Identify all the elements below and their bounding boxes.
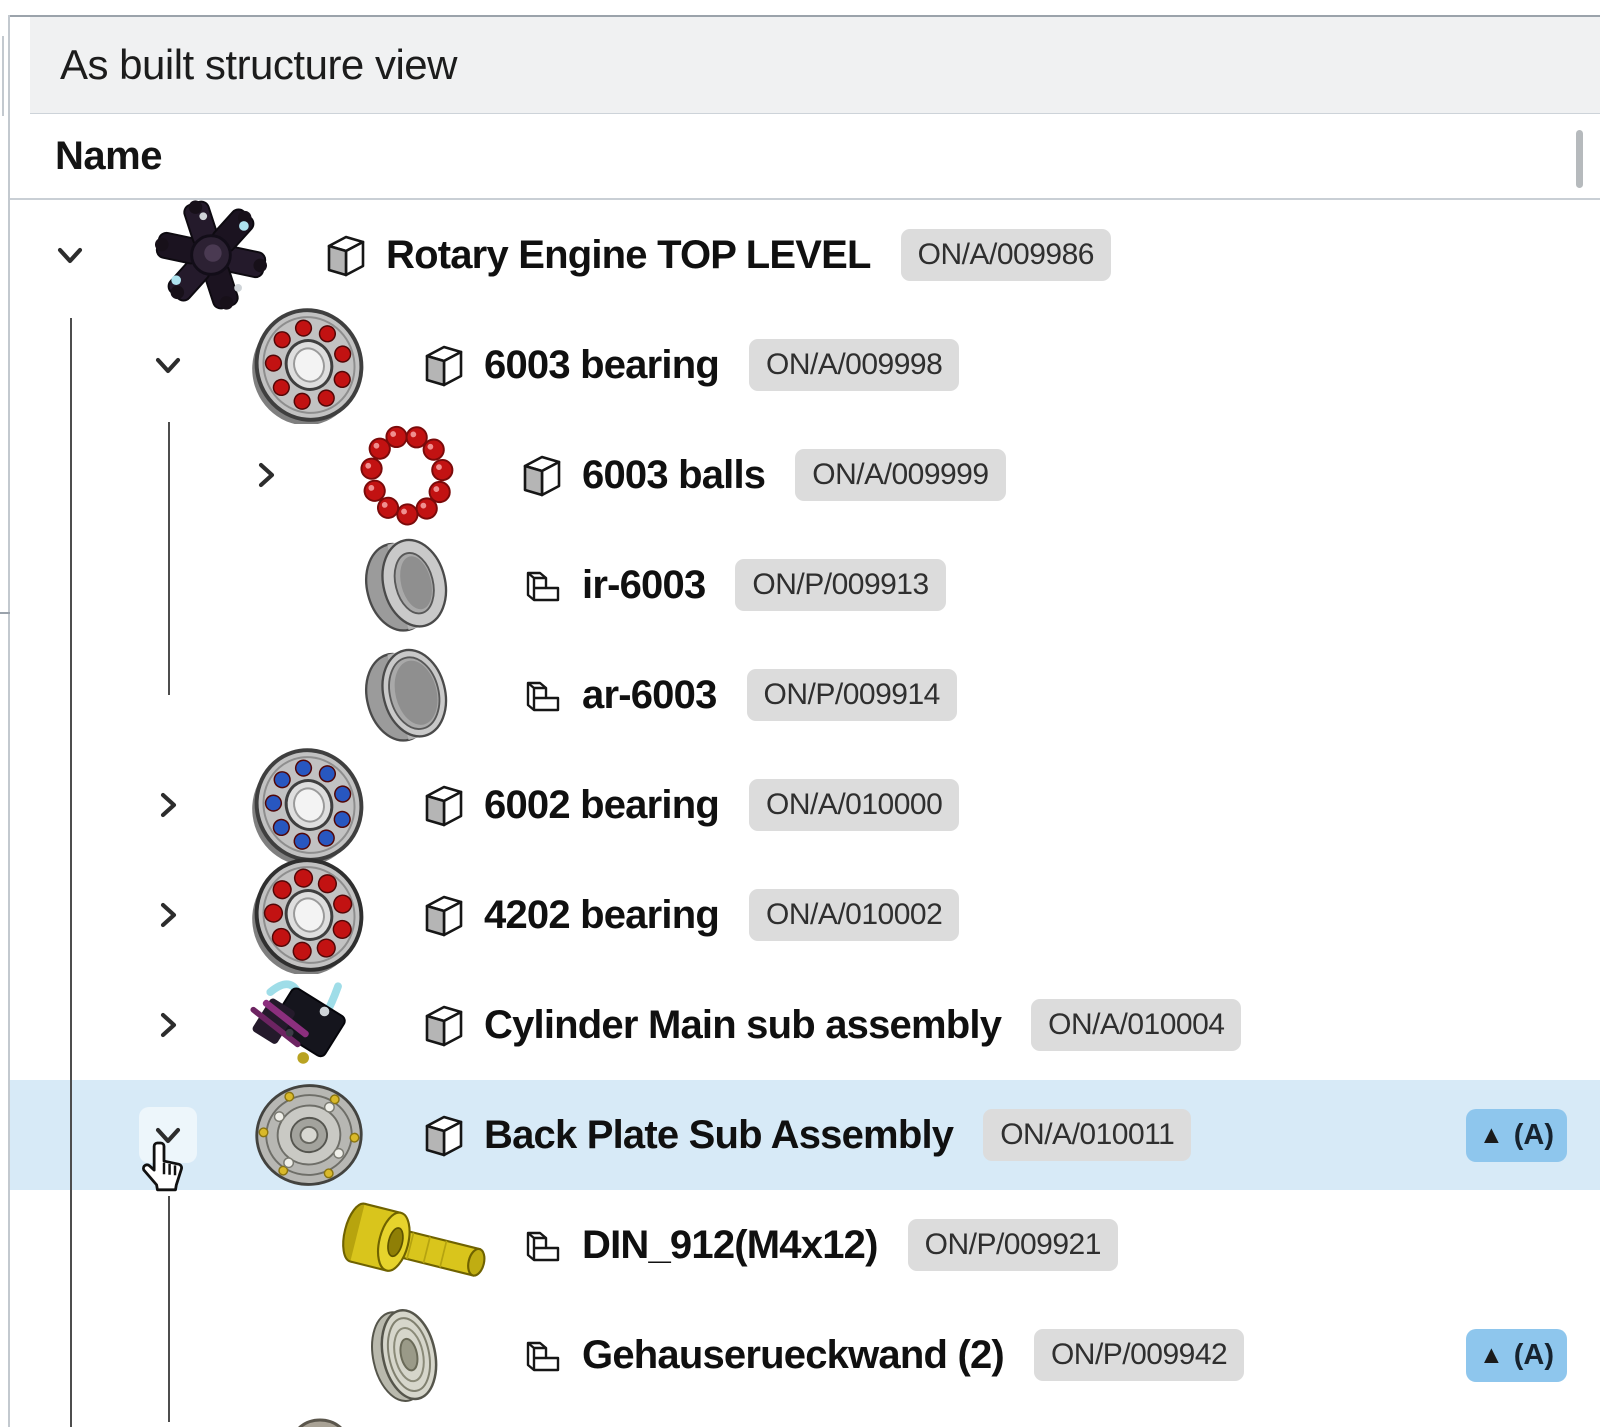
collapse-chevron-icon[interactable]	[148, 345, 188, 385]
part-number-badge: ON/A/010011	[983, 1109, 1192, 1161]
item-name: 6002 bearing	[484, 782, 720, 827]
tree-row[interactable]: ar-6003 ON/P/009914	[10, 640, 1600, 750]
item-name: ir-6003	[582, 562, 706, 607]
assembly-icon	[420, 1001, 468, 1049]
part-number-badge: ON/A/009998	[748, 339, 960, 391]
part-number-badge: ON/P/009921	[907, 1219, 1118, 1271]
tree-row[interactable]: 6003 balls ON/A/009999	[10, 420, 1600, 530]
part-icon	[518, 671, 566, 719]
back-plate-thumbnail	[224, 1080, 394, 1190]
scrollbar-thumb[interactable]	[1576, 130, 1583, 188]
tree-row[interactable]: Back Plate Sub Assembly ON/A/010011 ▲ (A)	[10, 1080, 1600, 1192]
chevron-spacer	[246, 1335, 286, 1375]
chevron-spacer	[246, 565, 286, 605]
tree-row[interactable]: 6003 bearing ON/A/009998	[10, 308, 1600, 424]
status-label: (A)	[1513, 1338, 1554, 1371]
item-name: Gehauserueckwand (2)	[582, 1332, 1005, 1377]
triangle-up-icon: ▲	[1478, 1340, 1504, 1369]
part-number-badge: ON/P/009913	[735, 559, 946, 611]
outer-panel-edge	[2, 36, 4, 116]
assembly-icon	[420, 891, 468, 939]
item-name: Back Plate Sub Assembly	[484, 1112, 954, 1157]
panel-left-border	[8, 15, 10, 1427]
tree-row[interactable]: DIN_912(M4x12) ON/P/009921	[10, 1190, 1600, 1300]
item-name: Cylinder Main sub assembly	[484, 1002, 1002, 1047]
revision-status-badge[interactable]: ▲ (A)	[1465, 1108, 1567, 1162]
splitter-tick	[0, 612, 10, 614]
tree-row[interactable]: 6002 bearing ON/A/010000	[10, 748, 1600, 864]
part-number-badge: ON/A/010002	[748, 889, 960, 941]
part-icon	[518, 561, 566, 609]
assembly-icon	[420, 781, 468, 829]
rear-housing-disc-thumbnail	[322, 1300, 492, 1410]
next-row-partial-thumbnail	[298, 1418, 342, 1427]
part-number-badge: ON/A/009986	[900, 229, 1111, 281]
expand-chevron-icon[interactable]	[148, 785, 188, 825]
item-name: Rotary Engine TOP LEVEL	[386, 232, 871, 277]
tree-row[interactable]: ir-6003 ON/P/009913	[10, 530, 1600, 640]
item-name: 6003 balls	[582, 452, 766, 497]
bearing-red-wide-thumbnail	[224, 858, 394, 974]
panel-title: As built structure view	[60, 41, 457, 88]
item-name: 4202 bearing	[484, 892, 720, 937]
tree-row[interactable]: 4202 bearing ON/A/010002	[10, 858, 1600, 974]
expand-chevron-icon[interactable]	[148, 1005, 188, 1045]
expand-chevron-icon[interactable]	[246, 455, 286, 495]
part-number-badge: ON/A/010004	[1031, 999, 1242, 1051]
tree-row[interactable]: Cylinder Main sub assembly ON/A/010004	[10, 970, 1600, 1080]
part-number-badge: ON/P/009942	[1033, 1329, 1245, 1381]
name-column-label: Name	[55, 134, 162, 178]
structure-tree: Rotary Engine TOP LEVEL ON/A/009986 6003 …	[10, 200, 1600, 1410]
assembly-icon	[420, 341, 468, 389]
part-icon	[518, 1221, 566, 1269]
assembly-icon	[420, 1111, 468, 1159]
part-number-badge: ON/A/010000	[748, 779, 960, 831]
panel-title-bar: As built structure view	[30, 17, 1600, 114]
item-name: ar-6003	[582, 672, 717, 717]
part-number-badge: ON/P/009914	[746, 669, 957, 721]
tree-row[interactable]: Gehauserueckwand (2) ON/P/009942 ▲ (A)	[10, 1300, 1600, 1410]
revision-status-badge[interactable]: ▲ (A)	[1465, 1328, 1567, 1382]
cylinder-assembly-thumbnail	[224, 970, 394, 1080]
collapse-chevron-icon[interactable]	[139, 1107, 197, 1192]
assembly-icon	[322, 231, 370, 279]
inner-ring-thumbnail	[322, 530, 492, 640]
part-number-badge: ON/A/009999	[795, 449, 1006, 501]
assembly-icon	[518, 451, 566, 499]
balls-ring-thumbnail	[322, 420, 492, 530]
item-name: DIN_912(M4x12)	[582, 1222, 878, 1267]
outer-ring-thumbnail	[322, 640, 492, 750]
chevron-spacer	[246, 1225, 286, 1265]
rotary-engine-thumbnail	[126, 200, 296, 310]
chevron-spacer	[246, 675, 286, 715]
part-icon	[518, 1331, 566, 1379]
collapse-chevron-icon[interactable]	[50, 235, 90, 275]
expand-chevron-icon[interactable]	[148, 895, 188, 935]
bearing-red-thumbnail	[224, 308, 394, 424]
triangle-up-icon: ▲	[1478, 1120, 1504, 1149]
tree-row[interactable]: Rotary Engine TOP LEVEL ON/A/009986	[10, 200, 1600, 310]
status-label: (A)	[1513, 1118, 1554, 1151]
tree-column-header: Name	[10, 115, 1600, 200]
bearing-blue-thumbnail	[224, 748, 394, 864]
item-name: 6003 bearing	[484, 342, 720, 387]
panel-top-border	[10, 15, 1600, 17]
yellow-screw-thumbnail	[322, 1190, 492, 1300]
